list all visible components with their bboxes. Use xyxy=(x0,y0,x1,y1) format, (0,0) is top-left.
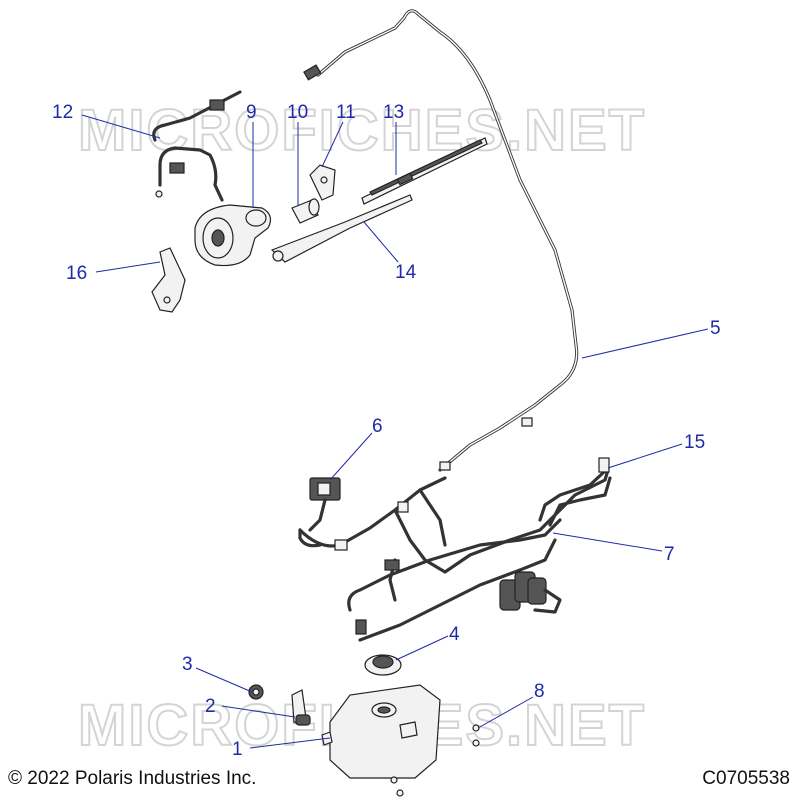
callout-2: 2 xyxy=(205,696,216,717)
callout-11: 11 xyxy=(336,102,356,123)
callout-9: 9 xyxy=(246,102,257,123)
callout-8: 8 xyxy=(534,681,545,702)
callout-3: 3 xyxy=(182,654,193,675)
callout-12: 12 xyxy=(52,102,73,123)
wiring-harness xyxy=(298,468,610,642)
hose-connector xyxy=(538,457,612,527)
screws xyxy=(390,724,480,797)
document-number: C0705538 xyxy=(702,768,790,789)
callout-14: 14 xyxy=(395,262,417,283)
washer-reservoir xyxy=(321,684,441,779)
reservoir-cap xyxy=(364,654,402,676)
washer-pump xyxy=(291,689,311,726)
wiper-blade xyxy=(361,137,488,205)
callout-1: 1 xyxy=(232,739,243,760)
mounting-bracket xyxy=(151,247,186,313)
callout-labels: 1 2 3 4 5 6 7 8 9 10 11 12 13 14 15 16 xyxy=(52,102,721,760)
watermark-top: MICROFICHES.NET xyxy=(78,98,646,163)
callout-10: 10 xyxy=(287,102,308,123)
callout-4: 4 xyxy=(449,624,460,645)
wiper-motor xyxy=(194,204,272,267)
washer-hose xyxy=(303,9,579,472)
switch xyxy=(308,477,341,532)
pump-grommet xyxy=(248,684,264,700)
washer-pump-assembly xyxy=(499,571,562,614)
callout-6: 6 xyxy=(372,416,383,437)
callout-5: 5 xyxy=(710,318,721,339)
callout-7: 7 xyxy=(664,544,675,565)
small-bracket xyxy=(309,164,336,201)
callout-16: 16 xyxy=(66,263,87,284)
callout-15: 15 xyxy=(684,432,705,453)
grommet xyxy=(291,198,320,224)
copyright-text: © 2022 Polaris Industries Inc. xyxy=(8,768,257,789)
wiper-arm xyxy=(270,194,413,263)
leader-lines xyxy=(81,114,709,749)
callout-13: 13 xyxy=(383,102,404,123)
